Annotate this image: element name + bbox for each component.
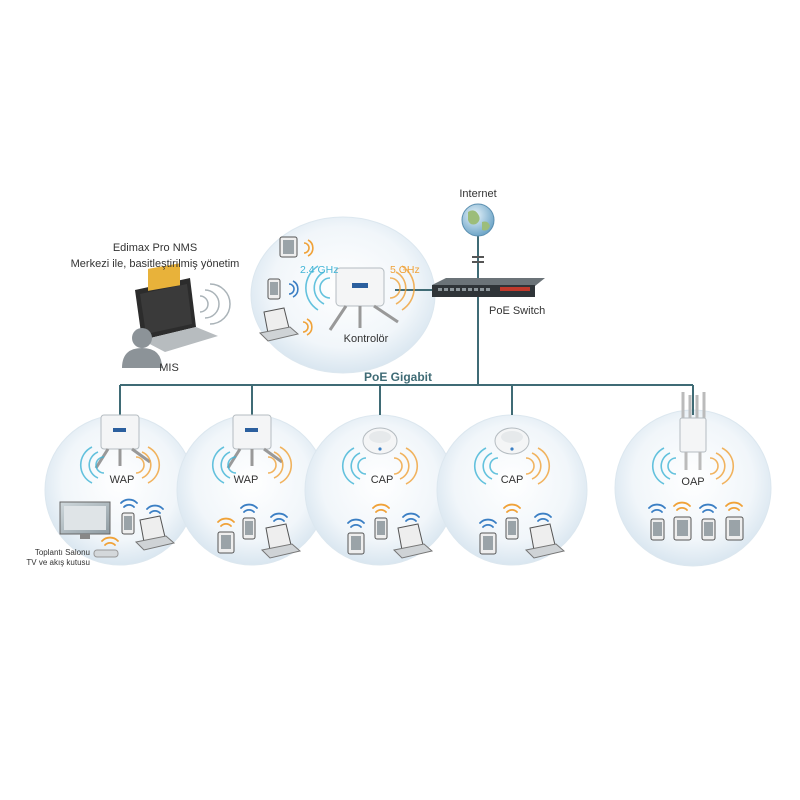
phone-icon xyxy=(505,517,519,540)
oap-icon xyxy=(679,392,707,470)
controller-blue-waves-icon xyxy=(305,265,331,311)
meeting-room-line-1: Toplantı Salonu xyxy=(34,548,90,557)
laptop-icon xyxy=(260,523,302,559)
ap-label-oap: OAP xyxy=(681,476,705,488)
controller-tablet-icon xyxy=(279,236,298,258)
phone-icon xyxy=(650,518,665,541)
phone-icon xyxy=(374,517,388,540)
client-devices xyxy=(59,501,744,559)
poe-switch-label: PoE Switch xyxy=(489,305,546,317)
band-5-label: 5 GHz xyxy=(390,264,420,276)
nms-waves-icon xyxy=(199,283,231,325)
controller-laptop-icon xyxy=(258,307,300,342)
ap-label-wap-2: WAP xyxy=(233,474,259,486)
laptop-icon xyxy=(134,515,176,551)
wap-1-icon xyxy=(94,414,151,469)
internet-link xyxy=(472,256,484,263)
phone-icon xyxy=(701,518,716,541)
internet-label: Internet xyxy=(459,188,497,200)
meeting-room-label: Toplantı Salonu TV ve akış kutusu xyxy=(22,548,90,568)
poe-switch-icon xyxy=(432,278,545,297)
laptop-icon xyxy=(392,523,434,559)
tablet-icon xyxy=(479,532,497,555)
nms-laptop-icon xyxy=(135,263,218,352)
controller-label: Kontrolör xyxy=(343,333,389,345)
tv-icon xyxy=(59,501,111,539)
wap-2-icon xyxy=(226,414,283,469)
tablet-icon xyxy=(725,516,744,541)
laptop-icon xyxy=(524,523,566,559)
cap-2-icon xyxy=(494,427,530,455)
ap-label-cap-2: CAP xyxy=(500,474,524,486)
meeting-room-line-2: TV ve akış kutusu xyxy=(26,558,90,567)
controller-orange-waves-icon xyxy=(389,265,415,311)
cap-1-icon xyxy=(362,427,398,455)
controller-phone-icon xyxy=(267,278,281,300)
phone-icon xyxy=(121,512,135,535)
tablet-icon xyxy=(673,516,692,541)
mis-label: MIS xyxy=(159,362,179,374)
phone-icon xyxy=(242,517,256,540)
tablet-icon xyxy=(217,531,235,554)
ap-waves-icon xyxy=(79,446,735,485)
controller-client-waves-icon xyxy=(288,239,314,336)
ap-label-cap-1: CAP xyxy=(370,474,394,486)
backbone-label: PoE Gigabit xyxy=(363,370,433,384)
stream-box-icon xyxy=(93,549,119,558)
mis-user-icon xyxy=(122,328,162,368)
wifi-icons xyxy=(101,498,743,546)
band-24-label: 2.4 GHz xyxy=(300,264,339,276)
tablet-icon xyxy=(347,532,365,555)
internet-globe-icon xyxy=(461,203,495,237)
nms-subtitle: Merkezi ile, basitleştirilmiş yönetim xyxy=(70,258,240,270)
backbone-lines xyxy=(119,232,694,415)
ap-label-wap-1: WAP xyxy=(109,474,135,486)
controller-ap-icon xyxy=(328,267,399,331)
nms-title: Edimax Pro NMS xyxy=(112,242,198,254)
